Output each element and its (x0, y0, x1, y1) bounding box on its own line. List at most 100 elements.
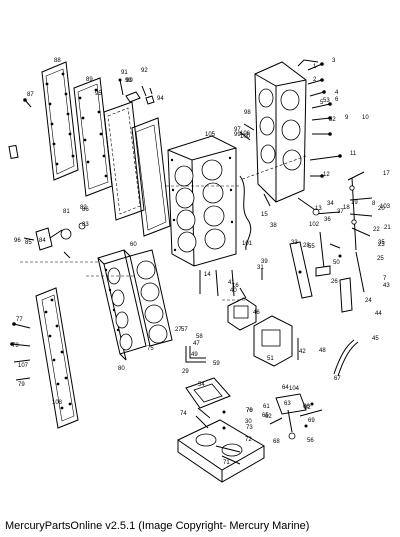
callout-79: 79 (18, 382, 25, 388)
image-caption: MercuryPartsOnline v2.5.1 (Image Copyrig… (5, 520, 310, 532)
callout-69: 69 (308, 418, 315, 424)
callout-54: 54 (198, 382, 205, 388)
bolts-bottom-center (195, 407, 241, 465)
callout-24: 24 (365, 298, 372, 304)
callout-51: 51 (267, 356, 274, 362)
callout-95: 95 (95, 91, 102, 97)
cylinder-block (167, 135, 237, 267)
callout-72: 72 (245, 437, 252, 443)
callout-46: 46 (253, 310, 260, 316)
callout-36: 36 (324, 217, 331, 223)
callout-78: 78 (12, 343, 19, 349)
callout-30: 30 (245, 419, 252, 425)
callout-75: 75 (147, 346, 154, 352)
callout-48: 48 (319, 348, 326, 354)
callout-23: 23 (378, 242, 385, 248)
callout-1: 1 (313, 64, 317, 70)
callout-47: 47 (193, 341, 200, 347)
bracket-59 (185, 346, 206, 363)
callout-31: 31 (257, 265, 264, 271)
callout-63: 63 (284, 401, 291, 407)
callout-105: 105 (205, 132, 216, 138)
callout-89: 89 (86, 77, 93, 83)
callout-70: 70 (246, 408, 253, 414)
callout-45: 45 (372, 336, 379, 342)
cylinder-head (97, 249, 147, 361)
callout-52: 52 (329, 117, 336, 123)
callout-65: 65 (262, 413, 269, 419)
callout-71: 71 (223, 460, 230, 466)
callout-90: 90 (126, 78, 133, 84)
callout-22: 22 (373, 227, 380, 233)
hose (333, 339, 359, 377)
callout-83: 83 (82, 222, 89, 228)
callout-97: 97 (234, 127, 241, 133)
gasket-middle (103, 101, 145, 221)
short-bolts-cluster (199, 268, 299, 360)
callout-32: 32 (304, 405, 311, 411)
reed-block (253, 315, 293, 367)
callout-103: 103 (380, 204, 391, 210)
callout-21: 21 (384, 225, 391, 231)
gasket-small-left (41, 61, 79, 181)
adapter-plate (185, 377, 231, 409)
callout-101: 101 (242, 241, 253, 247)
throttle-linkage-bottom (269, 393, 323, 440)
callout-9: 9 (345, 115, 349, 121)
water-cover-plate (35, 287, 79, 429)
callout-39: 39 (261, 259, 268, 265)
callout-91: 91 (121, 70, 128, 76)
exploded-parts-diagram: 1234567891011121314151617181920212223242… (8, 58, 391, 483)
callout-8: 8 (372, 201, 376, 207)
callout-64: 64 (282, 385, 289, 391)
callout-93: 93 (125, 78, 132, 84)
callout-6: 6 (335, 97, 339, 103)
head-gasket (129, 249, 173, 347)
callout-85: 85 (25, 240, 32, 246)
callout-87: 87 (27, 92, 34, 98)
callout-98: 98 (244, 110, 251, 116)
callout-20: 20 (378, 206, 385, 212)
callout-62: 62 (265, 414, 272, 420)
callout-86: 86 (82, 207, 89, 213)
callout-7: 7 (383, 276, 387, 282)
callout-77: 77 (16, 317, 23, 323)
cover-plate-middle (131, 117, 171, 237)
callout-56: 56 (307, 438, 314, 444)
callout-14: 14 (204, 272, 211, 278)
callout-58: 58 (196, 334, 203, 340)
callout-49: 49 (191, 352, 198, 358)
callout-37: 37 (337, 209, 344, 215)
callout-66: 66 (303, 404, 310, 410)
callout-53: 53 (323, 98, 330, 104)
callout-60: 60 (130, 242, 137, 248)
callout-108: 108 (52, 400, 63, 406)
callout-104: 104 (289, 386, 300, 392)
callout-18: 18 (343, 205, 350, 211)
callout-38: 38 (270, 223, 277, 229)
alignment-lines (20, 155, 307, 301)
callout-16: 16 (232, 283, 239, 289)
callout-80: 80 (118, 366, 125, 372)
callout-19: 19 (351, 200, 358, 206)
callout-25: 25 (377, 256, 384, 262)
callout-15: 15 (261, 212, 268, 218)
callout-40: 40 (230, 288, 237, 294)
callout-81: 81 (63, 209, 70, 215)
callout-5: 5 (320, 100, 324, 106)
callout-28: 28 (303, 243, 310, 249)
callout-99: 99 (234, 132, 241, 138)
callout-43: 43 (383, 283, 390, 289)
callout-26: 26 (331, 279, 338, 285)
small-bolts-upper-middle (239, 123, 271, 207)
callout-84: 84 (39, 238, 46, 244)
callout-10: 10 (362, 115, 369, 121)
callout-107: 107 (18, 363, 29, 369)
bolt-small-left (23, 98, 32, 108)
small-gasket-loose (8, 144, 19, 160)
crankcase-bolts (297, 59, 342, 178)
callout-34: 34 (327, 201, 334, 207)
callout-73: 73 (246, 425, 253, 431)
crankcase-assembly (254, 61, 307, 203)
